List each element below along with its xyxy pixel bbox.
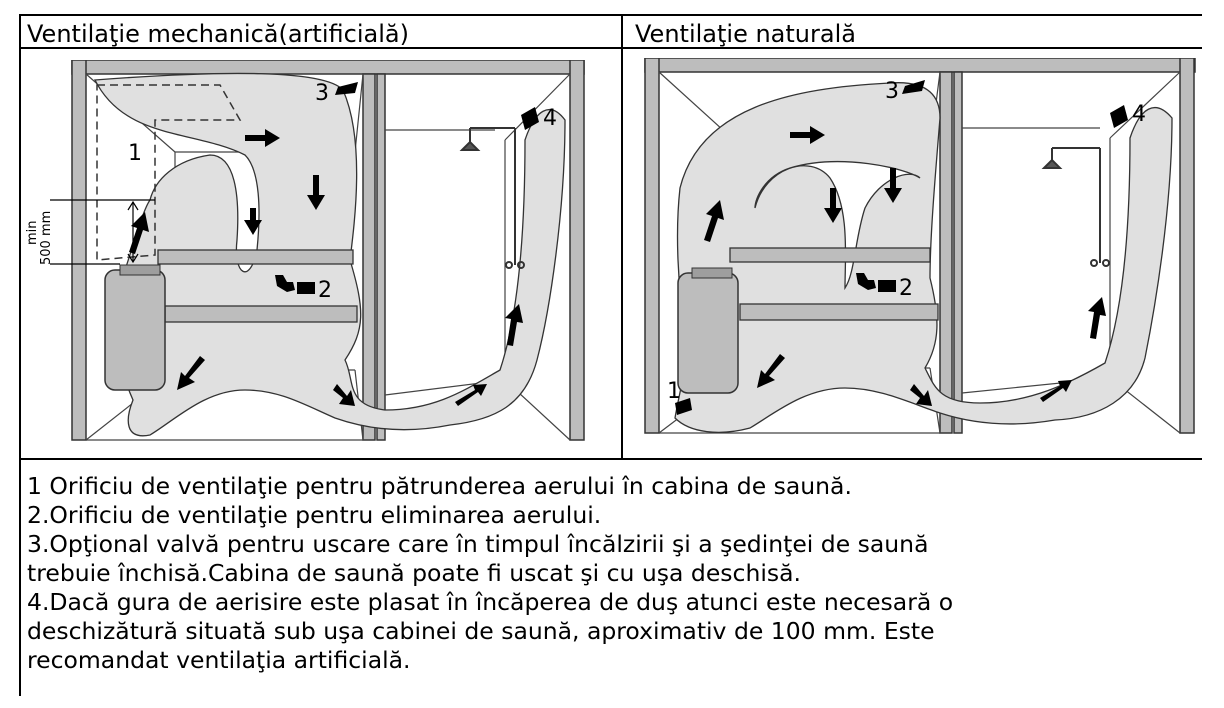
natural-ventilation-diagram: 1 2 3 4 xyxy=(644,58,1196,434)
airflow-arrows xyxy=(704,126,1106,406)
right-column-header: Ventilaţie naturală xyxy=(635,20,856,48)
vent-valve-3 xyxy=(902,80,925,94)
dashed-valve-area xyxy=(96,84,242,261)
arrow-down-left-icon xyxy=(757,354,785,388)
legend-line: 4.Dacă gura de aerisire este plasat în î… xyxy=(27,588,954,616)
heater xyxy=(104,264,166,391)
vent-4 xyxy=(521,107,539,130)
sauna-frame xyxy=(644,58,1196,434)
label-4: 4 xyxy=(543,106,557,131)
legend-line: recomandat ventilaţia artificială. xyxy=(27,646,411,674)
legend-line: trebuie închisă.Cabina de saună poate fi… xyxy=(27,559,801,587)
label-4: 4 xyxy=(1132,102,1146,127)
airflow-arrows xyxy=(129,129,523,406)
label-3: 3 xyxy=(315,81,329,106)
dimension-marker xyxy=(50,199,155,265)
legend-line: 3.Opţional valvă pentru uscare care în t… xyxy=(27,530,929,558)
arrow-up-right-icon xyxy=(1040,380,1072,402)
arrow-right-icon xyxy=(790,126,825,144)
arrow-down-icon xyxy=(824,188,842,223)
heater xyxy=(677,267,739,394)
label-2: 2 xyxy=(318,278,332,303)
vent-valve-3 xyxy=(335,82,358,95)
column-divider xyxy=(621,14,623,458)
dimension-value: 500 mm xyxy=(39,211,54,265)
arrow-down-icon xyxy=(884,168,902,203)
shower xyxy=(1041,147,1110,267)
sauna-frame xyxy=(71,60,585,441)
legend-notes: 1 Orificiu de ventilaţie pentru pătrunde… xyxy=(27,472,1207,675)
arrow-up-right-icon xyxy=(455,384,487,406)
label-2: 2 xyxy=(899,276,913,301)
benches xyxy=(157,249,358,323)
arrow-up-icon xyxy=(129,212,149,254)
vent-4 xyxy=(1110,105,1128,128)
arrow-curve-icon xyxy=(275,275,295,292)
arrow-right-icon xyxy=(245,129,280,147)
legend-line: deschizătură situată sub uşa cabinei de … xyxy=(27,617,935,645)
mechanical-ventilation-diagram: min 500 mm 1 2 3 4 xyxy=(25,60,585,441)
dimension-min: min xyxy=(25,220,40,245)
table-top-border xyxy=(19,14,1202,16)
arrow-right-icon xyxy=(333,384,355,406)
left-column-header: Ventilaţie mechanică(artificială) xyxy=(27,20,409,48)
arrow-up-icon xyxy=(704,200,724,242)
arrow-down-icon xyxy=(244,208,262,235)
table-left-border xyxy=(19,14,21,696)
arrow-up-icon xyxy=(1088,297,1106,339)
arrow-down-left-icon xyxy=(177,356,205,390)
vent-outlet-2 xyxy=(878,280,896,292)
arrow-up-icon xyxy=(505,304,523,346)
arrow-curve-icon xyxy=(856,273,876,290)
benches xyxy=(729,247,939,321)
ventilation-table xyxy=(19,14,1202,696)
arrow-right-icon xyxy=(910,384,932,406)
legend-line: 2.Orificiu de ventilaţie pentru eliminar… xyxy=(27,501,602,529)
label-1: 1 xyxy=(128,141,142,166)
header-row-divider xyxy=(19,47,1202,49)
label-1: 1 xyxy=(667,379,681,404)
dimension-label: min 500 mm xyxy=(25,211,54,265)
vent-outlet-2 xyxy=(297,282,315,294)
shower xyxy=(459,127,525,269)
label-3: 3 xyxy=(885,79,899,104)
figure-row-divider xyxy=(19,458,1202,460)
arrow-down-icon xyxy=(307,175,325,210)
vent-inlet-1 xyxy=(675,398,692,415)
legend-line: 1 Orificiu de ventilaţie pentru pătrunde… xyxy=(27,472,852,500)
